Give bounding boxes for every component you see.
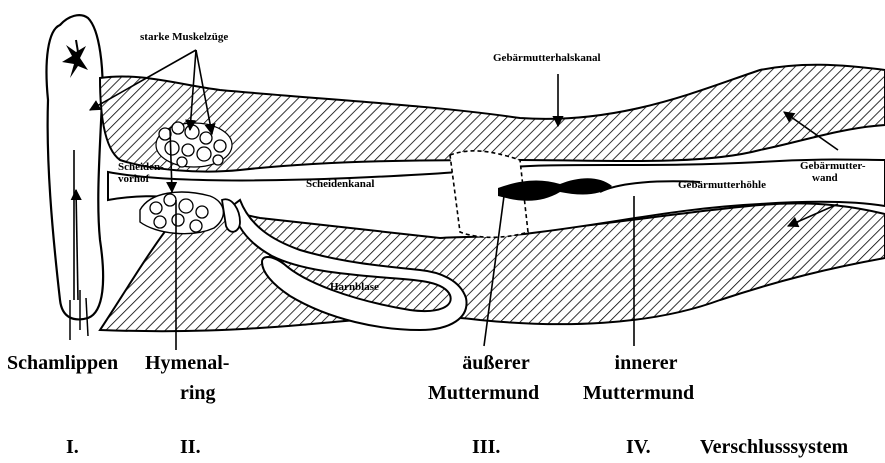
muscle-upper [156, 122, 232, 167]
numeral-1: I. [66, 436, 79, 458]
label-aeusserer-1: äußerer [446, 352, 546, 374]
schamlippen-shape [47, 15, 104, 340]
label-gebaermutterwand-1: Gebärmutter- [800, 160, 866, 172]
label-starke-muskelzuege: starke Muskelzüge [140, 31, 228, 43]
label-verschlusssystem: Verschlusssystem [700, 436, 848, 458]
label-innerer-2: Muttermund [583, 382, 694, 404]
numeral-2: II. [180, 436, 201, 458]
label-scheidenvorhof-2: vorhof [118, 173, 149, 185]
label-gebaermutterhalskanal: Gebärmutterhalskanal [493, 52, 601, 64]
label-scheidenkanal: Scheidenkanal [306, 178, 374, 190]
label-hymenalring-2: ring [180, 382, 216, 404]
label-hymenalring-1: Hymenal- [145, 352, 229, 374]
label-gebaermutterwand-2: wand [812, 172, 838, 184]
label-scheidenvorhof-1: Scheiden- [118, 161, 164, 173]
label-schamlippen: Schamlippen [7, 352, 118, 374]
label-gebaermutterhoehle: Gebärmutterhöhle [678, 179, 766, 191]
muscle-lower [140, 192, 223, 234]
label-innerer-1: innerer [596, 352, 696, 374]
numeral-3: III. [472, 436, 500, 458]
numeral-4: IV. [626, 436, 651, 458]
label-harnblase: Harnblase [330, 281, 379, 293]
label-aeusserer-2: Muttermund [428, 382, 539, 404]
